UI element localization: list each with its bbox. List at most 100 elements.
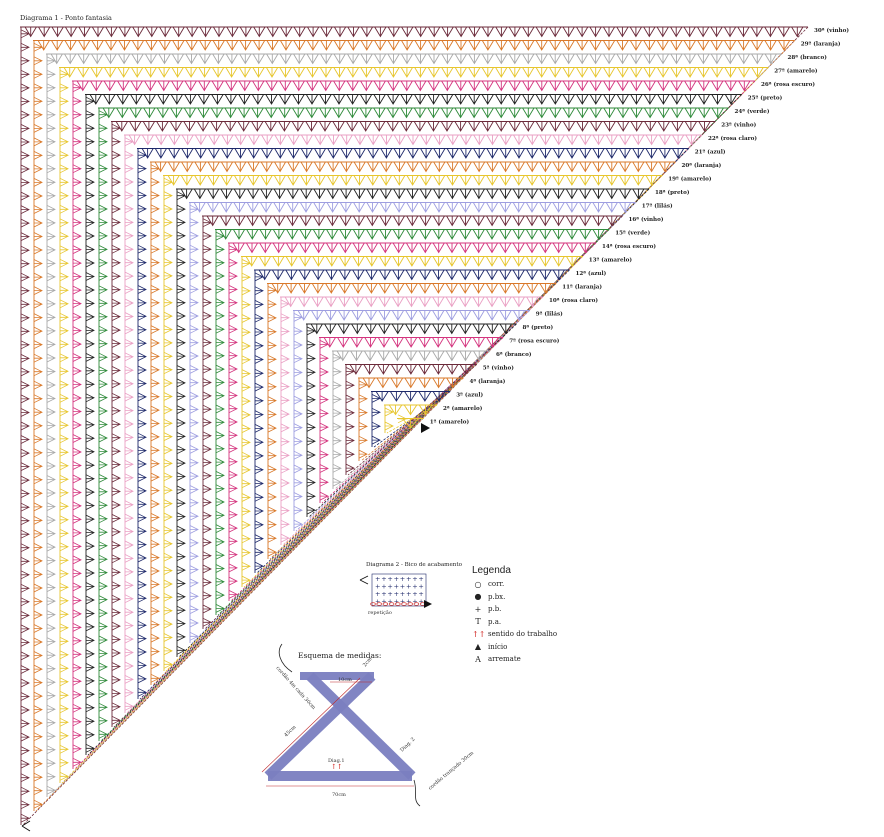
slip-stitch-icon: ● [474, 592, 482, 602]
row-label: 22ª (rosa claro) [708, 135, 757, 142]
row-fan-stitches [37, 40, 791, 51]
legend-label: p.b. [488, 605, 502, 614]
row-fan-stitches [375, 391, 446, 402]
row-label: 23ª (vinho) [721, 122, 756, 129]
row-label: 19ª (amarelo) [668, 176, 712, 183]
row-label: 29ª (laranja) [801, 41, 841, 48]
single-crochet-icon: + [412, 590, 417, 598]
row-side-stitches [306, 326, 316, 515]
single-crochet-icon: + [387, 590, 392, 598]
row-fan-stitches [102, 107, 724, 119]
row-side-stitches [215, 231, 225, 613]
row-side-stitches [319, 340, 329, 501]
finish-icon: A [475, 654, 481, 664]
diagram-row: 8ª (preto) [306, 323, 553, 518]
single-crochet-icon: + [474, 604, 482, 614]
row-fan-stitches [362, 377, 459, 389]
single-crochet-icon: + [375, 590, 380, 598]
row-label: 16ª (vinho) [629, 216, 664, 223]
diagram-row: 30ª (vinho) [20, 26, 849, 826]
single-crochet-icon: + [387, 575, 392, 583]
row-label: 4ª (laranja) [470, 378, 506, 385]
row-label: 10ª (rosa claro) [549, 297, 598, 304]
row-fan-stitches [206, 215, 618, 227]
chain-stitch-icon [370, 602, 376, 606]
row-side-stitches [111, 123, 121, 725]
row-side-stitches [293, 313, 303, 529]
row-label: 17ª (lilás) [642, 203, 673, 210]
row-fan-stitches [115, 121, 711, 132]
label-left-note: cordão 4m cada 30cm [275, 665, 318, 711]
row-label: 24ª (verde) [735, 108, 770, 115]
row-side-stitches [59, 69, 69, 781]
single-crochet-icon: + [381, 583, 386, 591]
single-crochet-icon: + [418, 598, 423, 606]
row-label: 14ª (rosa escuro) [602, 243, 656, 250]
single-crochet-icon: + [400, 575, 405, 583]
row-diagonal-edge [178, 188, 650, 658]
work-direction-icon: ↑↑ [331, 763, 343, 771]
legend-item-slip: ● p.bx. [472, 591, 557, 604]
row-fan-stitches [284, 296, 539, 308]
row-side-stitches [98, 110, 108, 739]
row-side-stitches [332, 353, 342, 487]
row-side-stitches [267, 286, 277, 557]
row-side-stitches [280, 299, 290, 543]
row-fan-stitches [63, 67, 764, 78]
single-crochet-icon: + [418, 583, 423, 591]
single-crochet-icon: + [412, 583, 417, 591]
start-icon [421, 423, 430, 433]
dimension-line-side [261, 677, 361, 773]
row-fan-stitches [193, 202, 632, 213]
row-label: 30ª (vinho) [814, 27, 849, 34]
single-crochet-icon: + [387, 598, 392, 606]
row-side-stitches [189, 204, 199, 641]
chain-stitch-icon [401, 602, 407, 606]
finish-icon [21, 820, 31, 832]
row-fan-stitches [219, 229, 605, 240]
label-right-note: cordão trançado 30cm [427, 749, 475, 791]
diagram-row: 27ª (amarelo) [59, 66, 818, 784]
single-crochet-icon: + [381, 590, 386, 598]
row-side-stitches [358, 380, 368, 459]
single-crochet-icon: + [400, 590, 405, 598]
row-diagonal-edge [22, 26, 809, 826]
chain-stitch-icon [407, 602, 413, 606]
label-left-side: 45cm [283, 724, 297, 738]
row-side-stitches [254, 272, 264, 571]
legend-label: p.a. [488, 617, 502, 626]
single-crochet-icon: + [418, 590, 423, 598]
row-diagonal-edge [321, 337, 504, 504]
row-side-stitches [124, 137, 134, 711]
row-side-stitches [20, 29, 30, 823]
row-label: 1ª (amarelo) [430, 419, 470, 426]
chain-stitch-icon [382, 602, 389, 606]
row-label: 27ª (amarelo) [774, 68, 818, 75]
row-fan-stitches [89, 94, 738, 105]
legend-item-single: + p.b. [472, 603, 557, 616]
row-label: 18ª (preto) [655, 189, 690, 196]
row-fan-stitches [271, 283, 552, 294]
single-crochet-icon: + [400, 583, 405, 591]
row-label: 25ª (preto) [748, 95, 783, 102]
legend-item-chain: ○ corr. [472, 578, 557, 591]
legend-item-finish: A arremate [472, 653, 557, 666]
single-crochet-icon: + [375, 575, 380, 583]
cord-right [413, 779, 421, 807]
single-crochet-icon: + [406, 590, 411, 598]
finish-icon [359, 575, 369, 585]
legend-label: início [488, 642, 508, 651]
diagram-row: 3ª (azul) [371, 390, 483, 448]
chain-stitch-icon [388, 602, 395, 606]
row-fan-stitches [310, 323, 512, 335]
single-crochet-icon: + [394, 583, 399, 591]
row-side-stitches [228, 245, 238, 599]
chain-stitch-icon [395, 602, 401, 606]
diagram-row: 16ª (vinho) [202, 215, 664, 630]
legend-item-direction: ↑↑ sentido do trabalho [472, 628, 557, 641]
row-side-stitches [137, 150, 147, 697]
row-label: 6ª (branco) [496, 351, 532, 358]
diagram2-title: Diagrama 2 - Bico de acabamento [366, 562, 463, 568]
row-fan-stitches [349, 364, 472, 375]
